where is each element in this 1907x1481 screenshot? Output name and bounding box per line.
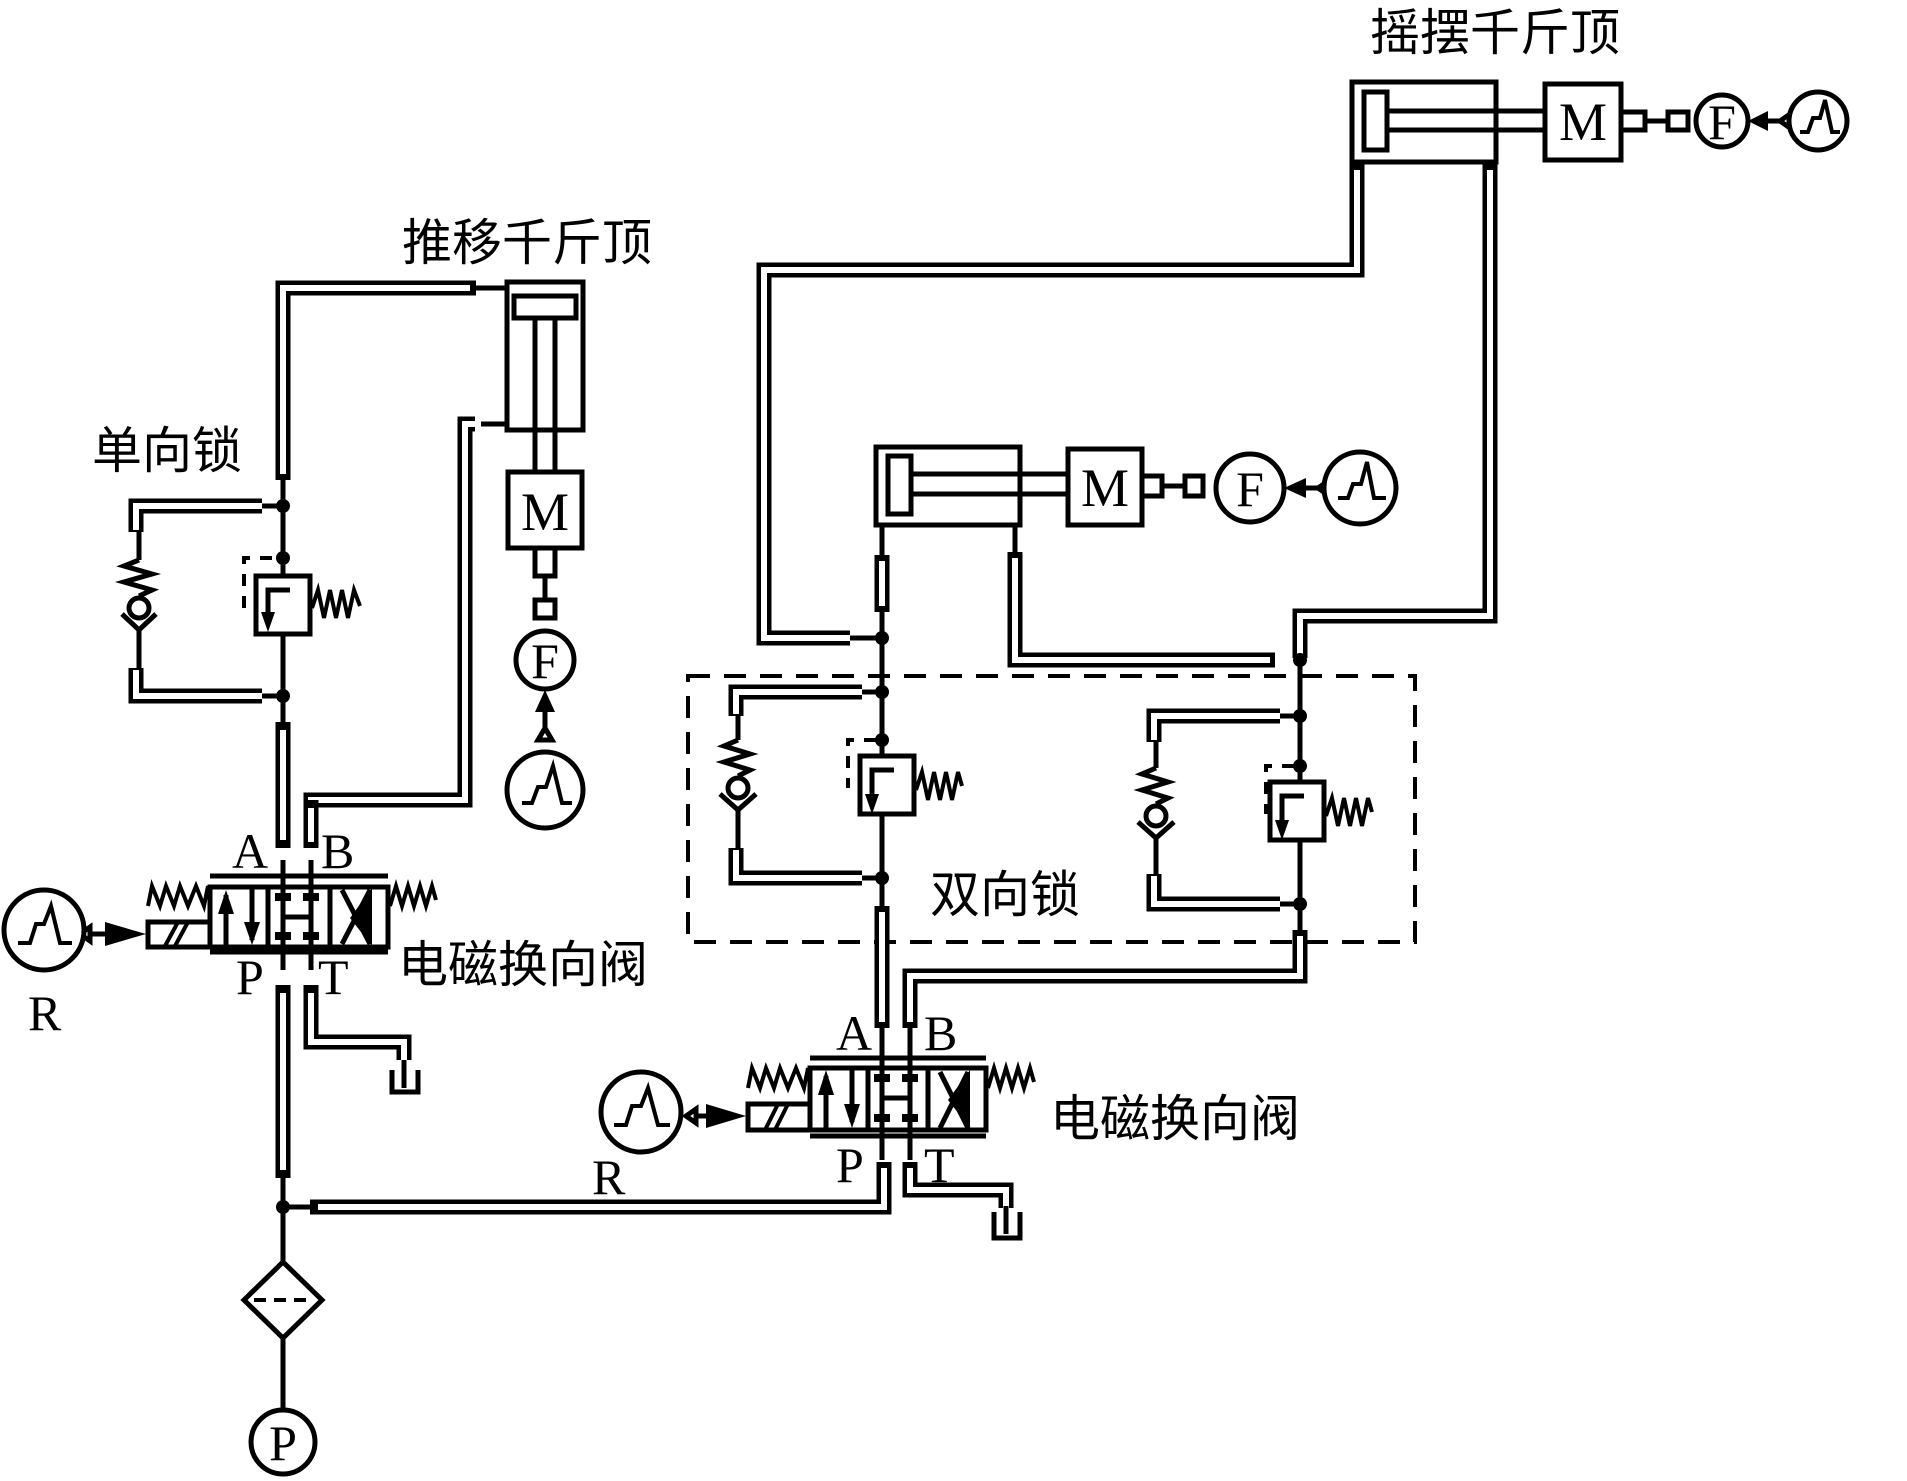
double-lock-left-check-pipe (728, 684, 882, 886)
supply-pipe (310, 1162, 892, 1215)
swing-jack-cylinder-icon (1349, 79, 1545, 165)
push-jack-cylinder-icon (504, 279, 586, 472)
middle-cyl-pipe-b (1007, 552, 1275, 668)
middle-force-icon: F (1213, 451, 1287, 525)
push-jack-signal-icon (504, 749, 586, 831)
arrow-icon (105, 922, 146, 946)
pilot-check-valve-icon (846, 738, 964, 817)
port-a-label: A (232, 823, 268, 879)
port-b-label: B (924, 1005, 957, 1061)
svg-text:F: F (1236, 461, 1264, 517)
swing-jack-signal-icon (1786, 89, 1850, 153)
right-valve-label: 电磁换向阀 (1050, 1090, 1300, 1148)
arrow-icon (1284, 478, 1306, 498)
arrow-icon (1748, 111, 1768, 131)
svg-text:F: F (531, 633, 559, 689)
port-p-label: P (836, 1137, 864, 1193)
push-jack-pipe-a (275, 280, 476, 480)
svg-text:M: M (1081, 458, 1129, 518)
svg-text:M: M (521, 482, 569, 542)
right-valve-pipe-b (902, 930, 1308, 1028)
swing-jack-mass-icon: M (1542, 81, 1624, 163)
pump-icon: P (248, 1407, 318, 1477)
svg-text:F: F (1708, 94, 1736, 150)
left-valve-label: 电磁换向阀 (398, 936, 648, 994)
swing-jack-force-icon: F (1693, 92, 1751, 150)
middle-signal-icon (1321, 449, 1399, 527)
port-p-label: P (236, 949, 264, 1005)
swing-jack-label: 摇摆千斤顶 (1370, 4, 1620, 62)
pilot-check-valve-icon (1264, 764, 1374, 843)
svg-text:M: M (1559, 92, 1607, 152)
pilot-check-valve-icon (242, 556, 362, 637)
left-signal-icon (1, 887, 87, 973)
port-t-label: T (318, 949, 349, 1005)
single-lock-label: 单向锁 (92, 422, 242, 480)
filter-icon (240, 1258, 326, 1342)
single-lock-check-pipe (128, 498, 283, 704)
left-signal-label: R (28, 985, 62, 1041)
port-a-label: A (836, 1005, 872, 1061)
left-solenoid-valve-icon (145, 860, 438, 970)
double-lock-right-check-pipe (1146, 708, 1300, 912)
svg-text:P: P (269, 1415, 297, 1471)
right-t-pipe (902, 1162, 1014, 1208)
left-t-pipe (303, 985, 412, 1060)
check-valve-icon (715, 716, 759, 848)
middle-mass-icon: M (1065, 446, 1145, 528)
tank-icon (389, 1070, 421, 1095)
check-valve-icon (1133, 742, 1177, 874)
right-signal-icon (598, 1069, 684, 1155)
right-signal-label: R (592, 1149, 626, 1205)
push-jack-force-icon: F (513, 628, 577, 692)
swing-jack-pipe-a (756, 162, 1365, 646)
check-valve-icon (114, 532, 162, 668)
arrow-icon (706, 1104, 746, 1128)
arrow-icon (535, 690, 555, 712)
double-lock-label: 双向锁 (930, 866, 1080, 924)
push-jack-mass-icon: M (505, 469, 585, 551)
push-jack-label: 推移千斤顶 (402, 214, 652, 272)
middle-cylinder-icon (873, 444, 1068, 528)
swing-jack-pipe-b (1292, 162, 1498, 658)
port-b-label: B (321, 823, 354, 879)
push-jack-pipe-b (303, 416, 475, 838)
tank-icon (991, 1212, 1023, 1241)
right-solenoid-valve-icon (745, 1028, 1036, 1160)
double-lock-boundary (686, 674, 1417, 944)
